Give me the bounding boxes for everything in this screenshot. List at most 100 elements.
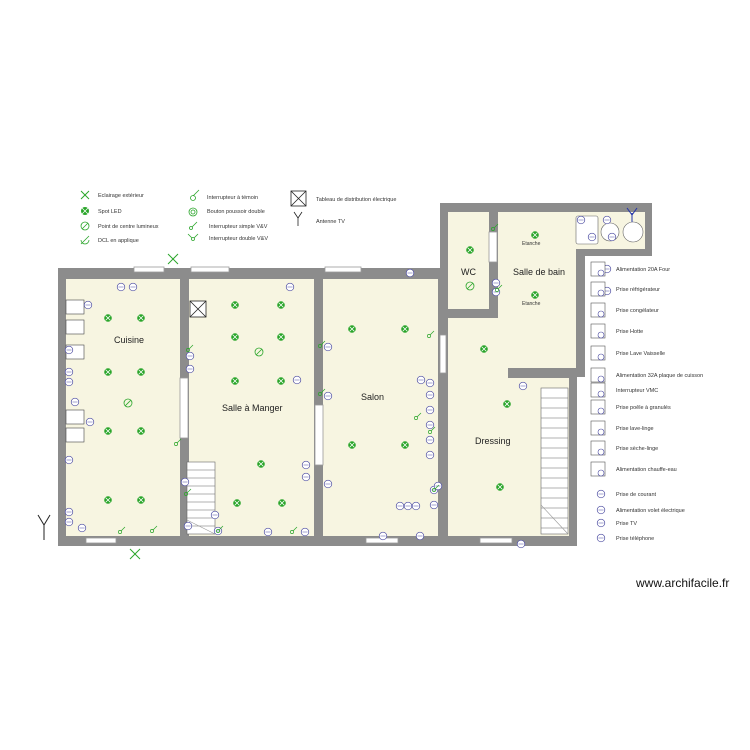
power-outlet-icon	[425, 435, 435, 445]
wall-light-icon	[80, 235, 90, 245]
power-outlet-icon	[323, 342, 333, 352]
single-switch-icon	[290, 526, 298, 534]
legend-label: Prise Hotte	[616, 329, 643, 335]
led-spot-icon	[231, 333, 239, 341]
ceiling-light-point-icon	[80, 221, 90, 231]
power-outlet-icon	[180, 477, 190, 487]
single-switch-icon	[427, 330, 435, 338]
power-outlet-icon	[300, 527, 310, 537]
single-switch-icon	[428, 426, 436, 434]
legend-label: Spot LED	[98, 209, 122, 215]
power-outlet-icon	[263, 527, 273, 537]
power-outlet-icon	[323, 391, 333, 401]
oven-outlet-icon	[590, 261, 606, 277]
power-outlet-icon	[415, 531, 425, 541]
power-outlet-icon	[323, 479, 333, 489]
legend-left: Eclairage extérieur Spot LED Point de ce…	[80, 190, 159, 245]
window	[479, 537, 513, 544]
single-switch-icon	[216, 525, 224, 533]
power-outlet-icon	[64, 517, 74, 527]
power-outlet-icon	[210, 510, 220, 520]
power-outlet-icon	[292, 375, 302, 385]
led-spot-icon	[278, 499, 286, 507]
legend-label: Prise Lave Vaisselle	[616, 351, 665, 357]
legend-label: DCL en applique	[98, 238, 139, 244]
led-spot-icon	[257, 460, 265, 468]
appliance	[65, 409, 85, 425]
legend-label: Prise téléphone	[616, 536, 654, 542]
etanche-label: Etanche	[522, 301, 541, 307]
power-outlet-icon	[395, 501, 405, 511]
appliance	[65, 427, 85, 443]
exterior-light-icon	[129, 548, 141, 560]
staircase-dressing	[540, 387, 569, 535]
phone-outlet-icon	[596, 533, 606, 543]
power-outlet-icon	[128, 282, 138, 292]
legend-label: Interrupteur simple V&V	[209, 224, 268, 230]
led-spot-icon	[137, 368, 145, 376]
room-label-salon: Salon	[361, 392, 384, 402]
single-switch-icon	[189, 221, 198, 230]
floor-salle-de-bain	[498, 212, 645, 318]
legend-label: Eclairage extérieur	[98, 193, 144, 199]
led-spot-icon	[231, 377, 239, 385]
window	[133, 266, 165, 273]
pellet-stove-outlet-icon	[590, 399, 606, 415]
shutter-outlet-icon	[596, 505, 606, 515]
led-spot-icon	[137, 314, 145, 322]
washer-outlet-icon	[590, 420, 606, 436]
appliance	[65, 299, 85, 315]
window	[324, 266, 362, 273]
power-outlet-icon	[416, 375, 426, 385]
led-spot-icon	[104, 314, 112, 322]
legend-label: Prise congélateur	[616, 308, 659, 314]
led-spot-icon	[81, 207, 89, 215]
legend-label: Prise de courant	[616, 492, 657, 498]
power-outlet-icon	[64, 377, 74, 387]
ceiling-light-point-icon	[465, 281, 475, 291]
single-switch-icon	[174, 438, 182, 446]
single-switch-icon	[150, 525, 158, 533]
legend-label: Prise poêle à granulés	[616, 405, 671, 411]
led-spot-icon	[233, 499, 241, 507]
single-switch-icon	[186, 344, 194, 352]
power-outlet-icon	[301, 472, 311, 482]
floor-cuisine	[66, 279, 180, 536]
power-outlet-icon	[425, 420, 435, 430]
power-outlet-icon	[301, 460, 311, 470]
led-spot-icon	[277, 301, 285, 309]
power-outlet-icon	[285, 282, 295, 292]
led-spot-icon	[401, 441, 409, 449]
exterior-elements	[129, 253, 179, 560]
led-spot-icon	[348, 441, 356, 449]
power-outlet-icon	[516, 539, 526, 549]
hood-outlet-icon	[590, 323, 606, 339]
power-outlet-icon	[405, 268, 415, 278]
legend-label: Interrupteur double V&V	[209, 236, 268, 242]
indicator-switch-icon	[190, 189, 200, 201]
water-heater-outlet-icon	[590, 461, 606, 477]
fridge-outlet-icon	[590, 281, 606, 297]
power-outlet-icon	[425, 378, 435, 388]
led-spot-icon	[401, 325, 409, 333]
led-spot-icon	[480, 345, 488, 353]
room-label-salle-a-manger: Salle à Manger	[222, 403, 283, 413]
power-outlet-icon	[70, 397, 80, 407]
power-outlet-icon	[116, 282, 126, 292]
power-outlet-icon	[183, 521, 193, 531]
power-outlet-icon	[185, 364, 195, 374]
legend-label: Interrupteur à témoin	[207, 195, 258, 201]
legend-label: Alimentation 20A Four	[616, 267, 670, 273]
building	[58, 203, 652, 546]
window	[488, 231, 498, 263]
dressing-notch-wall	[508, 368, 577, 378]
etanche-label: Etanche	[522, 241, 541, 247]
legend-label: Prise sèche-linge	[616, 446, 658, 452]
led-spot-icon	[104, 368, 112, 376]
floor-salon	[323, 279, 438, 536]
staircase-salle-a-manger	[186, 461, 216, 535]
single-switch-icon	[491, 223, 499, 231]
double-pushbutton-icon	[188, 207, 198, 217]
led-spot-icon	[137, 496, 145, 504]
